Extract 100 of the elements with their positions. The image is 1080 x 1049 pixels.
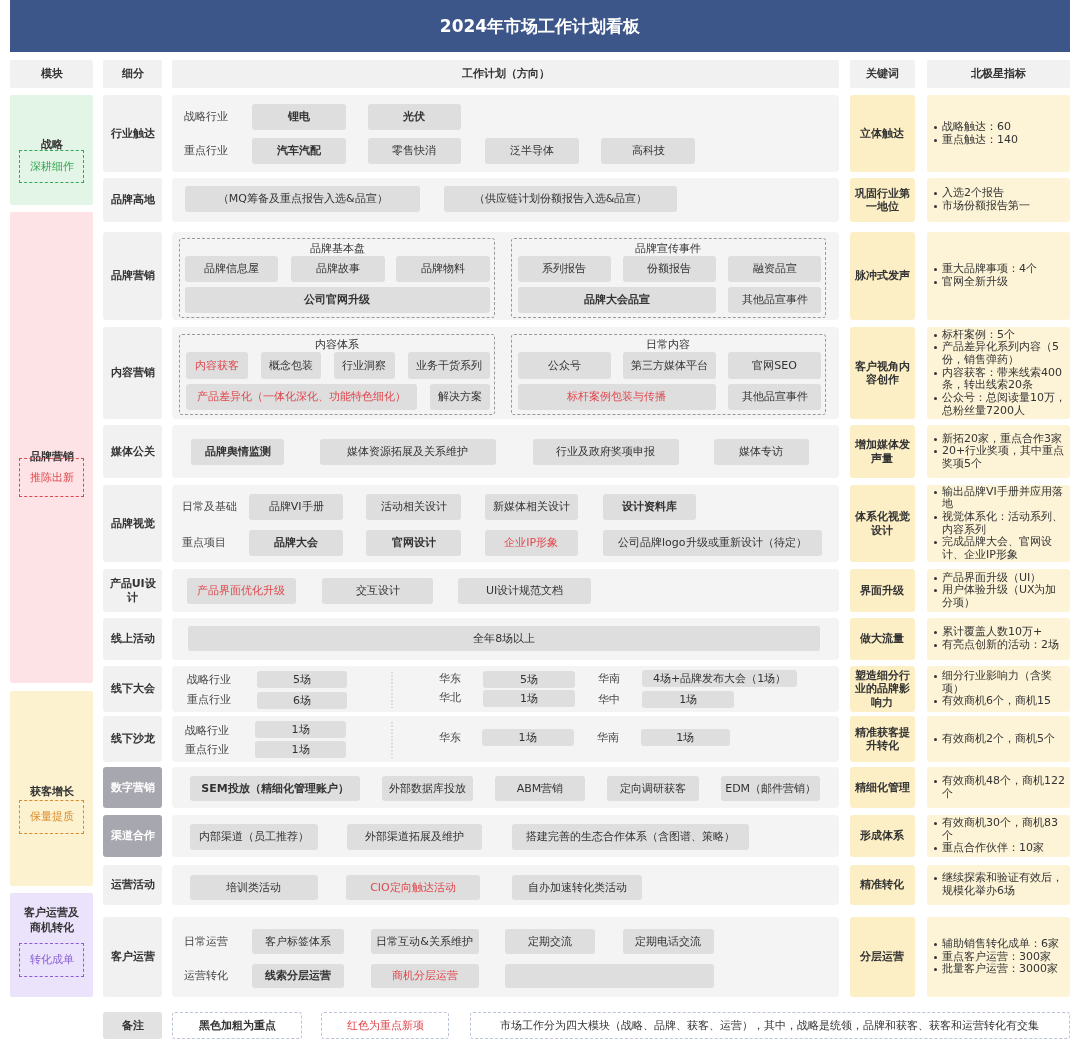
metric-card: [926, 865, 1070, 905]
row-label: 日常运营: [183, 937, 228, 947]
plan-item-box: 5场: [256, 671, 348, 688]
bullet-text: 官网全新升级: [933, 276, 1066, 289]
row-label: 华东: [439, 733, 462, 743]
metric-card: [926, 917, 1070, 997]
plan-item-box: 客户标签体系: [252, 929, 345, 954]
bullet-text: 重点触达：140: [933, 133, 1066, 147]
keyword-cell: 客户视角内容创作: [849, 327, 916, 419]
module-panel: [10, 95, 94, 205]
plan-item-box: 其他品宣事件: [727, 384, 822, 410]
category-cell: 品牌营销: [103, 232, 162, 320]
bullet-text: 战略触达：60: [933, 120, 1066, 134]
metric-card: [926, 716, 1070, 762]
note-box: 红色为重点新项: [321, 1012, 450, 1039]
bullet-text: 有亮点创新的活动：2场: [933, 639, 1066, 652]
module-title: 客户运营及商机转化: [23, 906, 81, 936]
title-banner: 2024年市场工作计划看板: [10, 0, 1070, 52]
plan-item-box: 交互设计: [322, 578, 434, 604]
plan-item-box: 品牌故事: [291, 256, 385, 282]
bullet-text: 20+行业奖项，其中重点奖项5个: [933, 445, 1066, 471]
tag-box: 保量提质: [18, 800, 85, 834]
bullet-text: 内容获客：带来线索400条，转出线索20条: [933, 366, 1066, 392]
dashed-group: [510, 334, 827, 415]
dashed-group: [179, 238, 495, 318]
plan-item-box: 标杆案例包装与传播: [517, 384, 717, 410]
plan-item-box: 产品差异化（一体化深化、功能特色细化）: [186, 384, 417, 410]
category-cell: 备注: [103, 1012, 162, 1039]
plan-item-box: 融资品宣: [727, 256, 822, 282]
header-cell: 关键词: [849, 60, 916, 88]
plan-item-box: 份额报告: [622, 256, 717, 282]
metric-card: [926, 767, 1070, 808]
bullet-text: 完成品牌大会、官网设计、企业IP形象: [933, 536, 1066, 562]
bullet-text: 累计覆盖人数10万+: [933, 626, 1066, 639]
bullet-text: 公众号：总阅读量10万，总粉丝量7200人: [933, 391, 1066, 418]
plan-item-box: 定向调研获客: [607, 776, 700, 801]
module-panel: [10, 893, 94, 997]
plan-item-box: 媒体专访: [713, 439, 809, 465]
group-heading: 内容体系: [314, 338, 361, 352]
plan-item-box: EDM（邮件营销）: [721, 776, 821, 801]
plan-panel: [172, 666, 840, 712]
bullet-text: 标杆案例：5个: [933, 328, 1066, 342]
category-cell: 品牌高地: [103, 178, 162, 222]
group-heading: 日常内容: [645, 338, 692, 352]
plan-item-box: 锂电: [252, 104, 346, 130]
plan-panel: [172, 618, 840, 660]
plan-item-box: 其他品宣事件: [727, 287, 822, 313]
bullet-text: 新拓20家，重点合作3家: [933, 432, 1066, 446]
row-label: 华北: [439, 693, 462, 703]
category-cell: 内容营销: [103, 327, 162, 419]
bullet-text: 有效商机30个，商机83个: [933, 817, 1066, 843]
row-label: 重点行业: [185, 745, 230, 755]
plan-item-box: 品牌舆情监测: [191, 439, 285, 465]
plan-panel: [172, 767, 840, 808]
bullet-text: 继续探索和验证有效后，规模化举办6场: [933, 872, 1066, 898]
module-title: 获客增长: [28, 785, 75, 800]
bullet-text: 重点合作伙伴：10家: [933, 842, 1066, 855]
keyword-cell: 塑造细分行业的品牌影响力: [849, 666, 916, 712]
plan-item-box: 商机分层运营: [370, 964, 479, 988]
plan-item-box: 官网设计: [366, 530, 462, 556]
bullet-text: 产品差异化系列内容（5份，销售弹药）: [933, 341, 1066, 367]
plan-item-box: 企业IP形象: [484, 530, 578, 556]
plan-panel: [172, 178, 840, 222]
bullet-text: 重大品牌事项：4个: [933, 263, 1066, 276]
metric-card: [926, 178, 1070, 222]
plan-item-box: 活动相关设计: [366, 494, 462, 520]
plan-item-box: UI设计规范文档: [458, 578, 592, 604]
metric-card: [926, 425, 1070, 478]
category-cell: 线下大会: [103, 666, 162, 712]
plan-item-box: 品牌物料: [396, 256, 490, 282]
keyword-cell: 分层运营: [849, 917, 916, 997]
keyword-cell: 精准转化: [849, 865, 916, 905]
bullet-text: 市场份额报告第一: [933, 200, 1066, 213]
row-label: 日常及基础: [182, 502, 238, 512]
plan-panel: [172, 485, 840, 562]
bullet-text: 输出品牌VI手册并应用落地: [933, 485, 1066, 511]
plan-item-box: 设计资料库: [602, 494, 697, 520]
plan-item-box: 自办加速转化类活动: [512, 875, 643, 900]
keyword-cell: 脉冲式发声: [849, 232, 916, 320]
plan-item-box: 日常互动&关系维护: [370, 929, 479, 954]
plan-item-box: 4场+品牌发布大会（1场）: [642, 670, 797, 687]
plan-item-box: 公司品牌logo升级或重新设计（待定）: [602, 530, 822, 556]
plan-item-box: 定期交流: [504, 929, 596, 954]
category-cell: 品牌视觉: [103, 485, 162, 562]
row-label: 运营转化: [183, 971, 228, 981]
plan-item-box: 1场: [255, 741, 346, 758]
category-cell: 客户运营: [103, 917, 162, 997]
row-label: 重点行业: [183, 146, 228, 156]
plan-item-box: 产品界面优化升级: [186, 578, 297, 604]
plan-item-box: 1场: [255, 721, 346, 738]
bullet-text: 入选2个报告: [933, 187, 1066, 200]
plan-item-box: 高科技: [601, 138, 695, 164]
plan-item-box: 5场: [483, 671, 575, 688]
bullet-text: 有效商机48个，商机122个: [933, 774, 1066, 801]
plan-item-box: 全年8场以上: [188, 626, 821, 651]
row-label: 重点项目: [182, 538, 227, 548]
keyword-cell: 立体触达: [849, 95, 916, 172]
bullet-text: 辅助销售转化成单：6家: [933, 938, 1066, 951]
module-panel: [10, 691, 94, 886]
tag-box: 转化成单: [18, 943, 85, 977]
